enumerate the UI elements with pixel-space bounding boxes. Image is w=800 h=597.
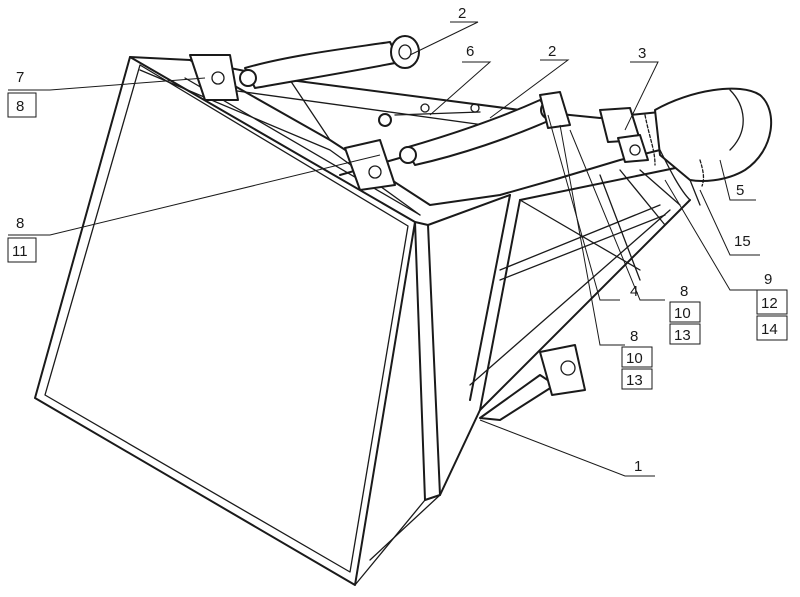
callout-13-right: 13: [674, 327, 691, 344]
callout-2-upper: 2: [458, 5, 466, 22]
bracket-rear-left: [189, 54, 239, 101]
callout-9: 9: [764, 271, 772, 288]
callout-8-right: 8: [680, 283, 688, 300]
callout-6: 6: [466, 43, 474, 60]
hydraulic-line: [378, 103, 481, 127]
side-post-front: [414, 221, 441, 501]
callout-14: 14: [761, 321, 778, 338]
bracket-mid-left: [344, 139, 396, 191]
callout-8-upper-left: 8: [16, 98, 24, 115]
callout-3: 3: [638, 45, 646, 62]
callout-8-center: 8: [630, 328, 638, 345]
hitch-bracket: [479, 344, 586, 421]
bucket-body: [34, 56, 691, 586]
callout-13-center: 13: [626, 372, 643, 389]
funnel-nozzle: [654, 87, 773, 206]
callout-4: 4: [630, 283, 638, 300]
callout-10-right: 10: [674, 305, 691, 322]
callout-8-left: 8: [16, 215, 24, 232]
hydraulic-cylinder-upper: [239, 35, 420, 89]
callout-labels: 2 7 8 6 2 3 5 8 11 15 9 12 14 4 8 10 13 …: [7, 5, 788, 475]
callout-10-center: 10: [626, 350, 643, 367]
callout-2-mid: 2: [548, 43, 556, 60]
bucket-front-opening: [34, 56, 416, 586]
bucket-front-inner-edge: [44, 64, 409, 573]
chain: [644, 114, 705, 187]
callout-7: 7: [16, 69, 24, 86]
bracket-right: [539, 91, 649, 163]
callout-1: 1: [634, 458, 642, 475]
callout-15: 15: [734, 233, 751, 250]
callout-5: 5: [736, 182, 744, 199]
leader-lines: [8, 21, 760, 477]
callout-12: 12: [761, 295, 778, 312]
callout-11: 11: [12, 243, 28, 260]
